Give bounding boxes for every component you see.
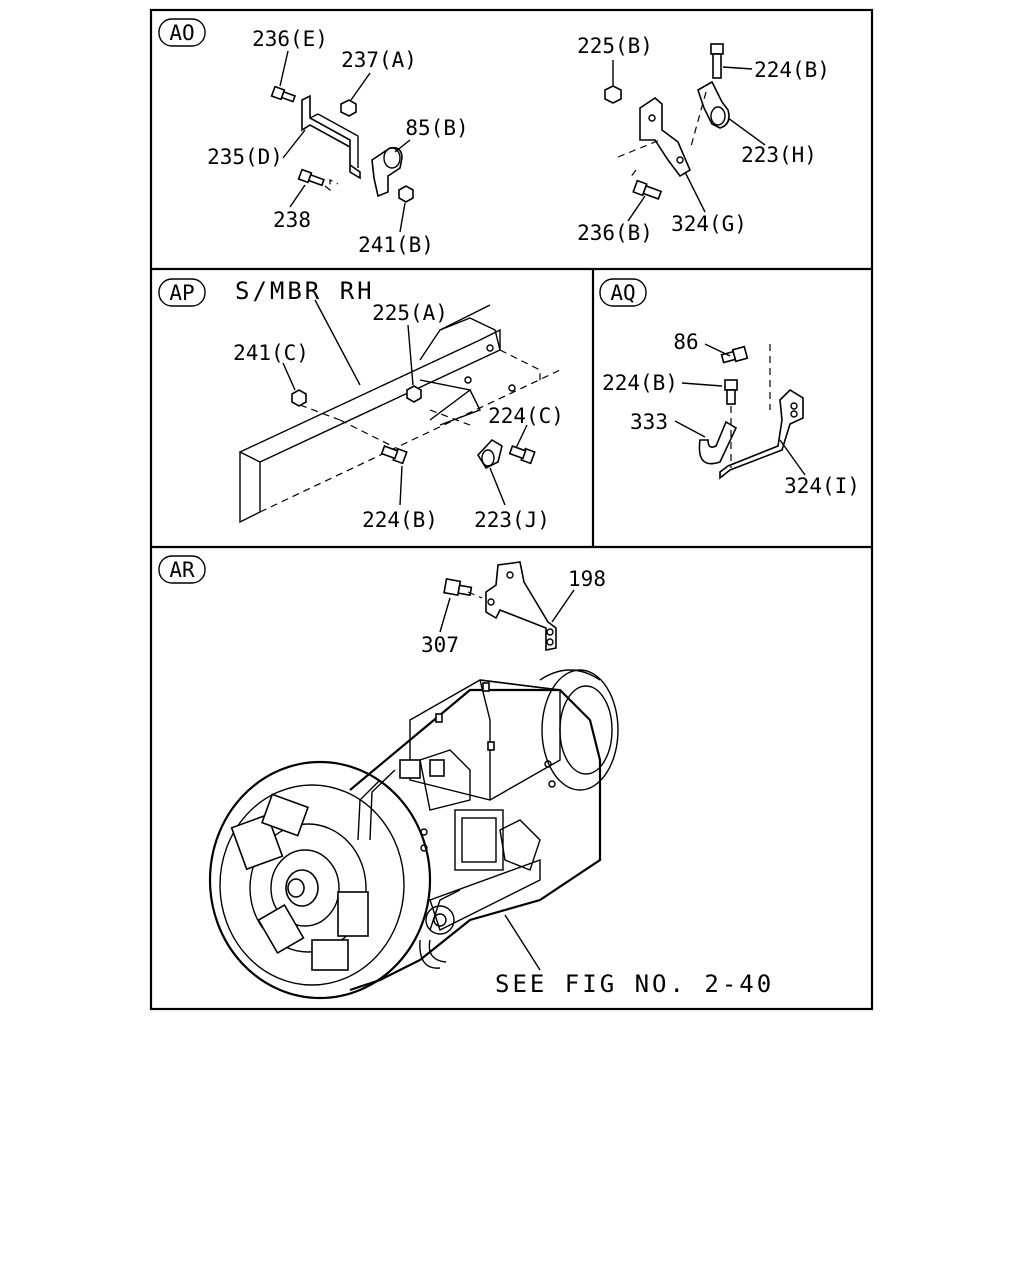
leader-lines-ap — [282, 299, 528, 506]
part-label: 307 — [421, 633, 459, 657]
panel-id-badge: AQ — [599, 278, 647, 307]
panel-ao: AO — [158, 18, 830, 257]
part-label: 225(A) — [372, 301, 448, 325]
panel-id: AR — [169, 558, 195, 582]
bracket-198 — [443, 561, 557, 651]
leader-lines-right — [612, 60, 766, 222]
part-label: 238 — [273, 208, 311, 232]
diagram-frame — [149, 8, 874, 1011]
panel-ar: AR — [158, 555, 774, 1000]
part-label: 223(J) — [474, 508, 550, 532]
part-label: 224(C) — [488, 404, 564, 428]
panel-id: AQ — [610, 281, 635, 305]
transmission-illustration — [208, 669, 619, 1000]
panel-id-badge: AP — [158, 278, 206, 307]
part-label: 333 — [630, 410, 668, 434]
part-label: 324(G) — [671, 212, 747, 236]
panel-aq: AQ 86 224(B) 333 324(I) — [599, 278, 860, 498]
bracket-assembly-right — [604, 43, 730, 200]
fasteners-ap — [291, 385, 536, 470]
bracket-assembly-aq — [698, 344, 804, 480]
part-label: 85(B) — [405, 116, 468, 140]
leader-lines-ar — [439, 589, 575, 971]
part-label: 198 — [568, 567, 606, 591]
part-label: 237(A) — [341, 48, 417, 72]
side-member-frame — [239, 304, 561, 524]
part-label: 223(H) — [741, 143, 817, 167]
part-label: 241(C) — [233, 341, 309, 365]
panel-title: S/MBR RH — [235, 277, 375, 305]
part-label: 224(B) — [754, 58, 830, 82]
part-label: 86 — [673, 330, 698, 354]
part-label: 225(B) — [577, 34, 653, 58]
panel-id-badge: AR — [158, 555, 206, 584]
leader-lines-left — [279, 50, 411, 233]
part-label: 235(D) — [207, 145, 283, 169]
panel-ap: AP S/MBR RH — [158, 277, 564, 532]
leader-lines-aq — [674, 343, 806, 476]
part-label: 224(B) — [362, 508, 438, 532]
part-label: 241(B) — [358, 233, 434, 257]
part-label: 236(B) — [577, 221, 653, 245]
panel-id-badge: AO — [158, 18, 206, 47]
part-label: 224(B) — [602, 371, 678, 395]
bracket-assembly-left — [270, 85, 414, 203]
part-label: 236(E) — [252, 27, 328, 51]
panel-id: AP — [169, 281, 194, 305]
figure-reference: SEE FIG NO. 2-40 — [495, 970, 774, 998]
panel-id: AO — [169, 21, 194, 45]
part-label: 324(I) — [784, 474, 860, 498]
